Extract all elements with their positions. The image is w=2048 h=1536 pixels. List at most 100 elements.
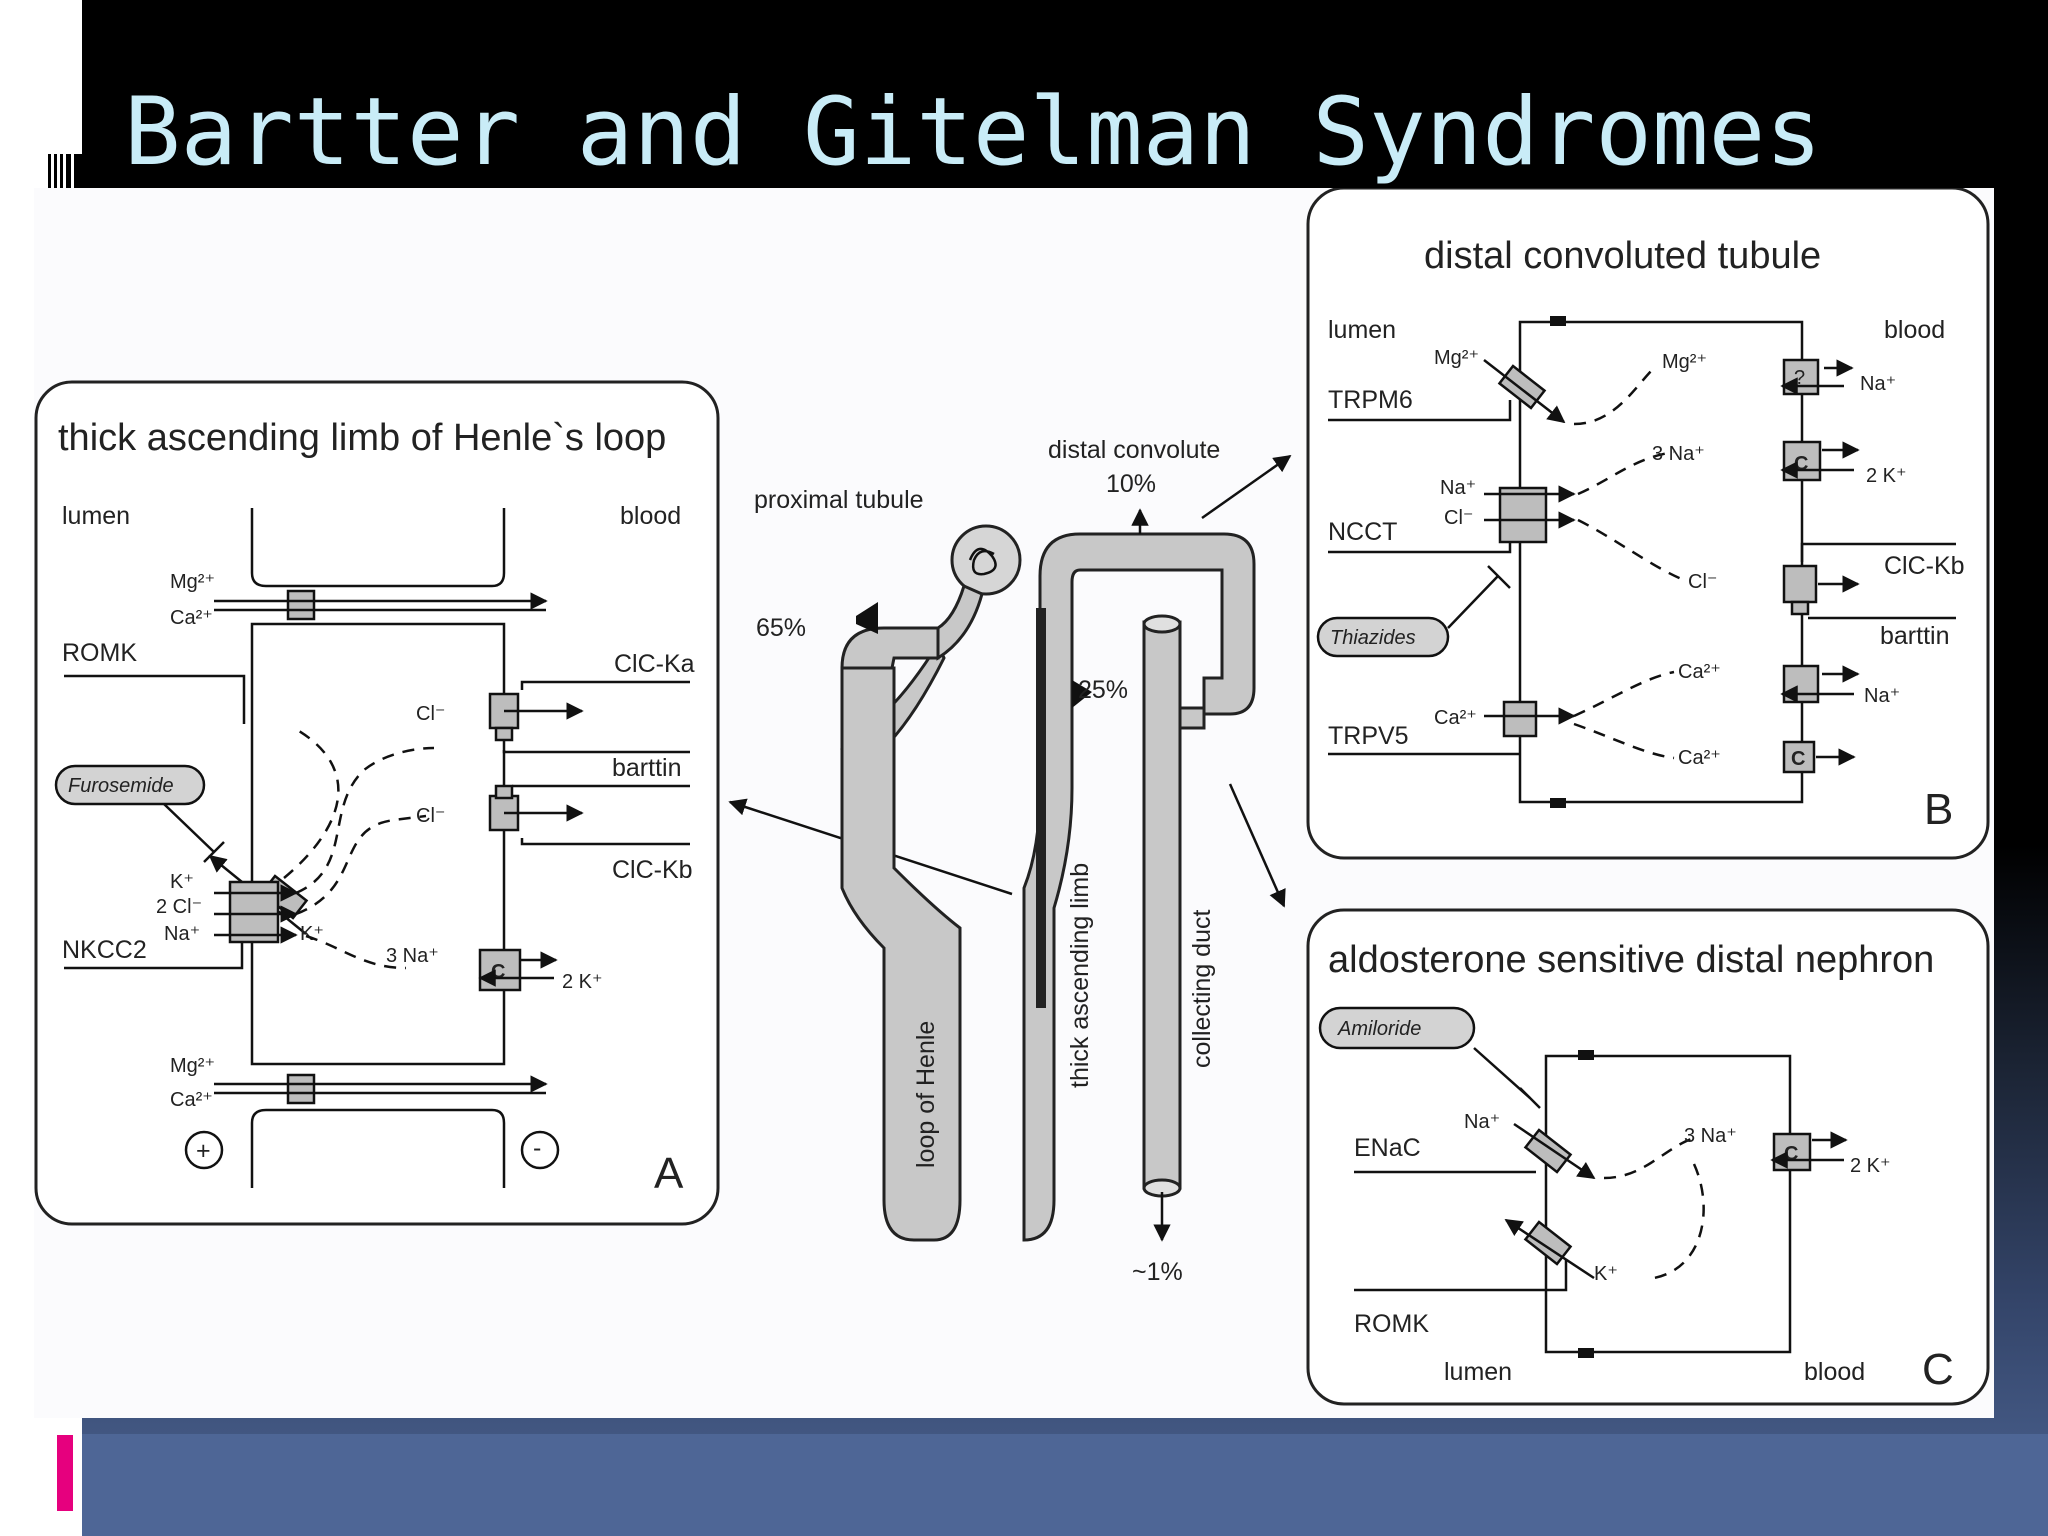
panel-a-furosemide-block — [203, 841, 225, 863]
panel-b-blood-label: blood — [1884, 316, 1945, 344]
panel-c-pump-c: C — [1784, 1143, 1798, 1165]
panel-a-clc-ka-leader — [520, 680, 690, 690]
proximal-tubule-label: proximal tubule — [754, 486, 924, 514]
panel-a-plus-circle — [184, 1130, 224, 1170]
tal-percent: 25% — [1078, 676, 1128, 704]
panel-b-letter: B — [1924, 785, 1953, 834]
panel-a-nkcc2-label: NKCC2 — [62, 936, 147, 964]
panel-a-nkcc2-leader — [64, 942, 244, 970]
collecting-duct-label: collecting duct — [1188, 910, 1216, 1068]
panel-c-amiloride-label: Amiloride — [1337, 1018, 1421, 1040]
panel-c-junction-top — [1578, 1050, 1594, 1060]
panel-b-lumen-label: lumen — [1328, 316, 1396, 344]
panel-c-blood-label: blood — [1804, 1358, 1865, 1386]
panel-a-cl-1: Cl⁻ — [416, 703, 445, 725]
panel-b-trpv5-channel — [1502, 700, 1538, 738]
accent-bar — [57, 1435, 73, 1511]
panel-c-letter: C — [1922, 1345, 1954, 1394]
panel-a-three-na: 3 Na⁺ — [386, 945, 439, 967]
panel-b-ca-exchanger-label: Ca²⁺ — [1678, 661, 1721, 683]
panel-a-k-efflux-label: K⁺ — [300, 923, 324, 945]
panel-b-trpv5-label: TRPV5 — [1328, 722, 1409, 750]
panel-c-title: aldosterone sensitive distal nephron — [1328, 939, 1934, 981]
panel-c-k-dashed — [1653, 1163, 1705, 1280]
bottom-band — [82, 1434, 2048, 1536]
panel-c-lumen-label: lumen — [1444, 1358, 1512, 1386]
panel-a-upper-cell — [250, 508, 506, 588]
nephron-schematic: proximal tubule 65% distal convolute 10%… — [754, 436, 1256, 1286]
panel-a-lumen-label: lumen — [62, 502, 130, 530]
panel-b-pump-c: C — [1794, 453, 1808, 475]
panel-a-plus-sign: + — [196, 1137, 211, 1165]
panel-c-cell — [1544, 1054, 1792, 1354]
panel-a-blood-label: blood — [620, 502, 681, 530]
panel-a-dashed-path-3 — [305, 934, 407, 970]
panel-b-na-exchanger: Na⁺ — [1860, 373, 1896, 395]
panel-c-k-label: K⁺ — [1594, 1263, 1618, 1285]
panel-a-ca-top: Ca²⁺ — [170, 607, 213, 629]
panel-c-na-dashed — [1603, 1136, 1695, 1180]
panel-a-ca-bottom: Ca²⁺ — [170, 1089, 213, 1111]
panel-b-thiazides-leader — [1447, 575, 1499, 629]
panel-a-dashed-path-1 — [295, 746, 435, 895]
panel-a-romk-label: ROMK — [62, 639, 137, 667]
panel-b-exchanger-question: ? — [1794, 367, 1805, 389]
panel-b-title: distal convoluted tubule — [1424, 235, 1821, 277]
panel-a-pump-c: C — [491, 961, 505, 983]
panel-a-nkcc2-transporter — [228, 880, 280, 944]
panel-b-cl-dashed — [1577, 518, 1685, 582]
distal-convolute-label: distal convolute — [1048, 436, 1220, 464]
loop-of-henle-label: loop of Henle — [912, 1021, 940, 1168]
panel-a-tight-junction-bottom — [286, 1073, 316, 1105]
panel-a-nkcc2-na: Na⁺ — [164, 923, 200, 945]
panel-a-letter: A — [654, 1149, 684, 1198]
panel-a-clc-kb-leader — [520, 838, 690, 846]
panel-b: distal convoluted tubule lumen blood Mg²… — [1306, 188, 1990, 860]
panel-a-furosemide-leader — [163, 803, 215, 853]
panel-b-clc-kb-leader — [1800, 542, 1956, 562]
thick-ascending-limb-band — [1036, 608, 1046, 1008]
panel-c-na-lumen: Na⁺ — [1464, 1111, 1500, 1133]
panel-c-k-efflux-arrow — [1504, 1218, 1595, 1280]
pct-percent: 65% — [756, 614, 806, 642]
slide-title: Bartter and Gitelman Syndromes — [124, 78, 1822, 187]
panel-a-barttin-leader-1 — [502, 750, 690, 754]
panel-c-amiloride-badge — [1318, 1006, 1476, 1050]
panel-a-mg-bottom: Mg²⁺ — [170, 1055, 215, 1077]
panel-c-junction-bottom — [1578, 1348, 1594, 1358]
panel-b-trpm6-label: TRPM6 — [1328, 386, 1413, 414]
panel-b-ca-lumen: Ca²⁺ — [1434, 707, 1477, 729]
panel-b-ncct-na: Na⁺ — [1440, 477, 1476, 499]
panel-a-lower-cell — [250, 1108, 506, 1188]
panel-a-nkcc2-k: K⁺ — [170, 871, 194, 893]
figure-area: .ln { stroke:#111; stroke-width:2.5; fil… — [34, 188, 1994, 1418]
panel-b-na-ncx: Na⁺ — [1864, 685, 1900, 707]
panel-b-junction-bottom — [1550, 798, 1566, 808]
panel-b-mg-influx-arrow — [1483, 359, 1566, 424]
panel-a: thick ascending limb of Henle`s loop lum… — [34, 380, 720, 1226]
proximal-tubule-neck — [936, 583, 984, 661]
arrow-to-panel-b — [1201, 454, 1292, 520]
panel-a-minus-circle — [520, 1130, 560, 1170]
title-bullet-marks — [48, 154, 82, 188]
collecting-duct — [1142, 620, 1182, 1190]
panel-c-na-influx-arrow — [1513, 1122, 1596, 1180]
panel-a-dashed-path-4 — [283, 726, 340, 879]
panel-b-pmca — [1782, 740, 1816, 774]
panel-c-two-k: 2 K⁺ — [1850, 1155, 1891, 1177]
panel-b-barttin-label: barttin — [1880, 622, 1949, 650]
panel-b-trpm6-leader — [1328, 400, 1512, 422]
panel-b-cl-label: Cl⁻ — [1688, 571, 1717, 593]
panel-a-furosemide-label: Furosemide — [68, 775, 174, 797]
panel-c-romk-label: ROMK — [1354, 1310, 1429, 1338]
panel-b-clc-kb-channel — [1782, 564, 1818, 604]
thick-ascending-limb — [1022, 532, 1256, 1242]
panel-b-three-na: 3 Na⁺ — [1652, 443, 1705, 465]
panel-b-thiazides-badge — [1316, 616, 1450, 658]
panel-b-clc-kb-barttin — [1790, 600, 1810, 616]
panel-b-junction-top — [1550, 316, 1566, 326]
panel-a-dashed-path-2 — [295, 814, 427, 916]
panel-a-nkcc2-cl: 2 Cl⁻ — [156, 896, 202, 918]
tal-reabsorption-marker — [1072, 680, 1092, 708]
panel-a-title: thick ascending limb of Henle`s loop — [58, 417, 666, 459]
